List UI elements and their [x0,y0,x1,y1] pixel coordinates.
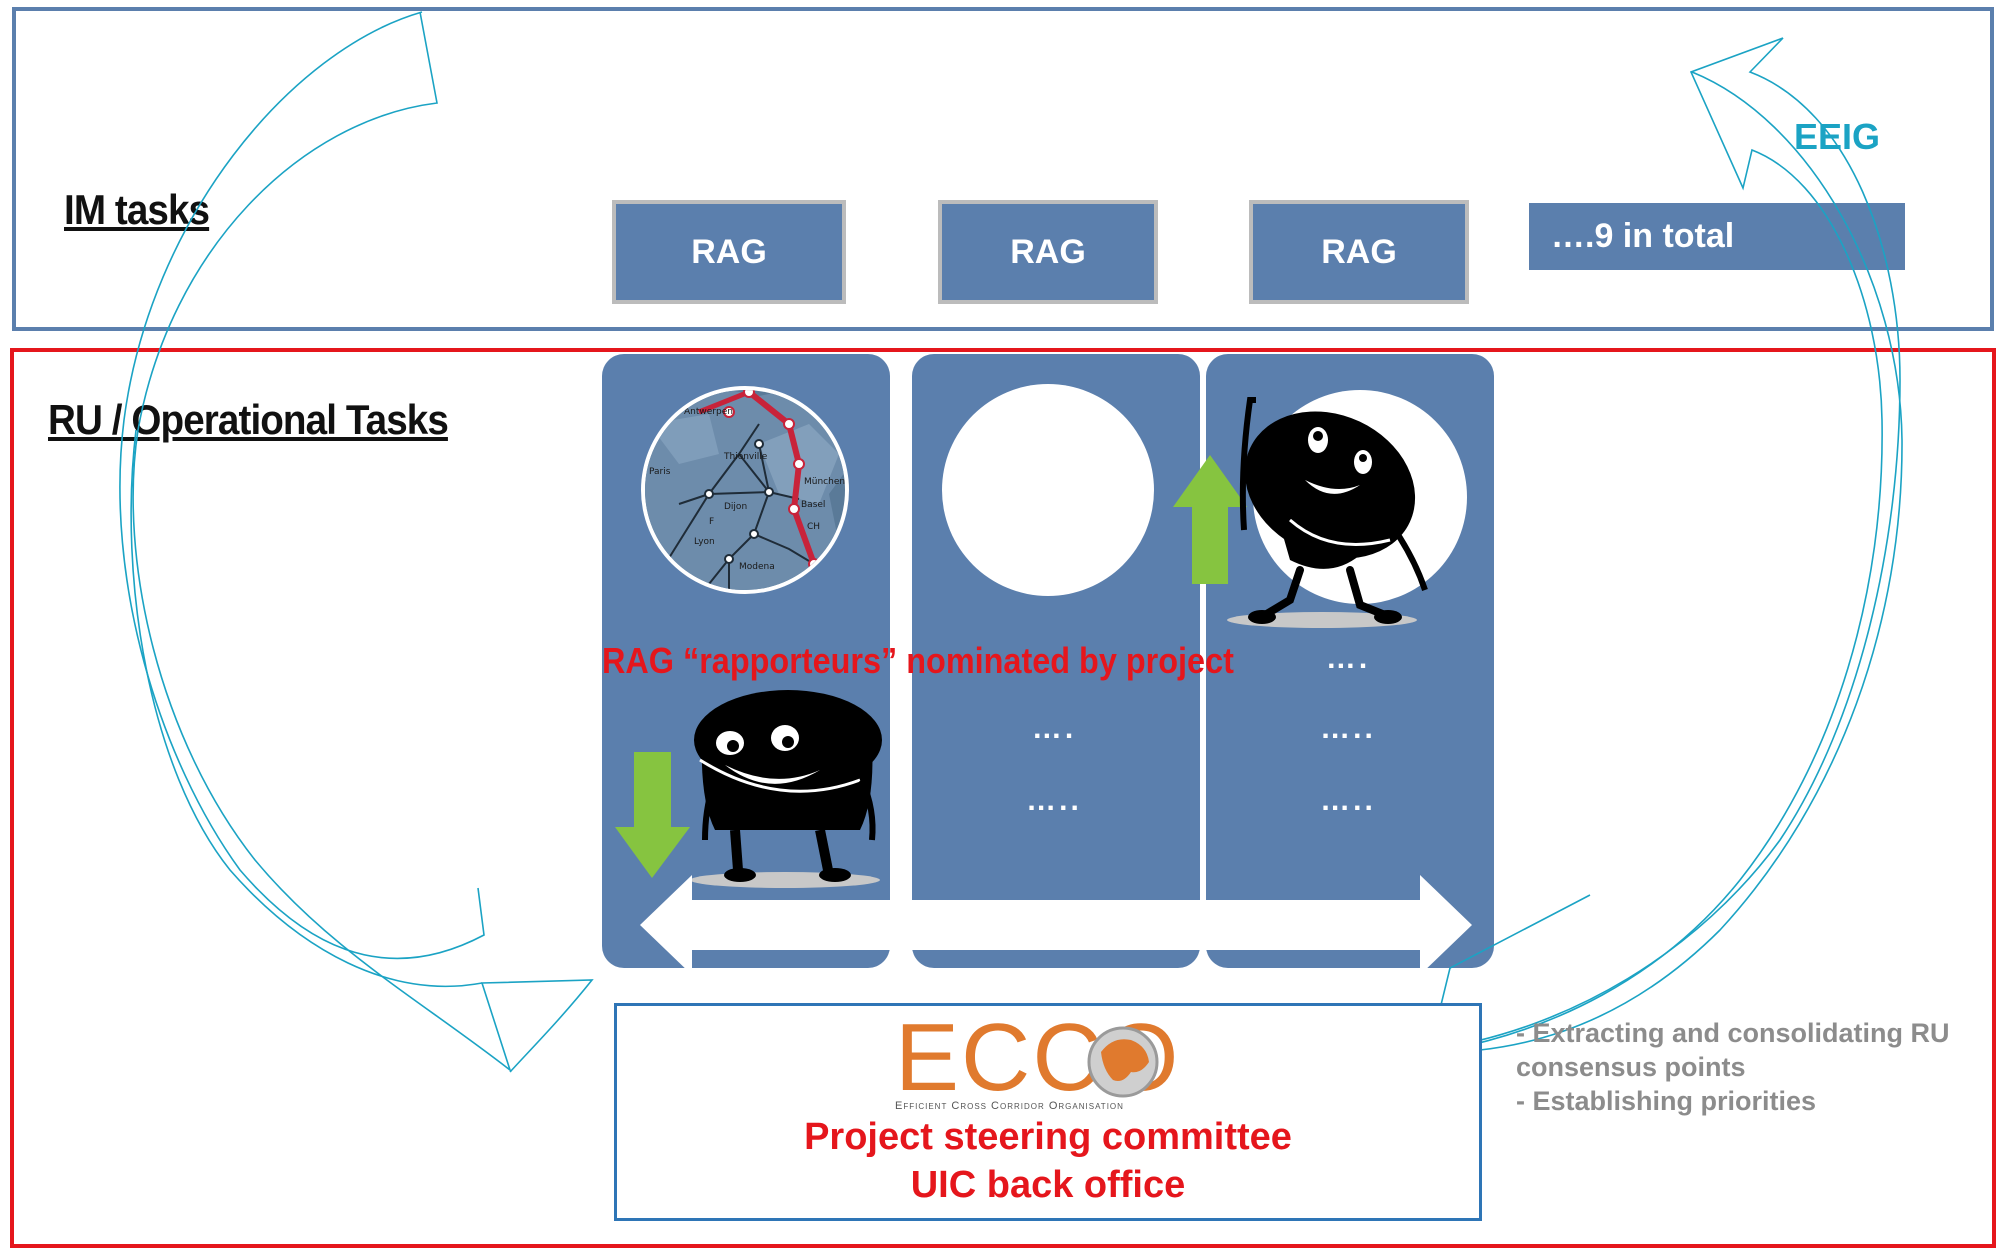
corridor-map-image: Antwerpen Paris Dijon Lyon Modena Basel … [639,384,851,596]
notes-block: - Extracting and consolidating RU consen… [1516,1016,1950,1118]
column3-dots-3: ….. [1320,784,1376,817]
rag-box-3: RAG [1249,200,1469,304]
map-label-paris: Paris [649,467,671,477]
map-label-f: F [709,517,714,527]
map-label-basel: Basel [801,500,825,510]
rag-box-2: RAG [938,200,1158,304]
map-label-thionville: Thionville [723,452,768,462]
eeig-label: EEIG [1794,116,1881,157]
steering-committee-label: Project steering committee [804,1116,1292,1158]
map-label-dijon: Dijon [724,502,747,512]
map-label-munchen: München [804,477,845,487]
ecco-logo: ECCO Efficient Cross Corridor Organisati… [895,1008,1195,1114]
blank-circle [942,384,1154,596]
back-office-label: UIC back office [910,1164,1186,1206]
map-label-modena: Modena [739,562,775,572]
column3-dots-1: …. [1325,642,1371,675]
map-label-lyon: Lyon [694,537,715,547]
ecco-steering-box: ECCO Efficient Cross Corridor Organisati… [614,1003,1482,1221]
total-count-box: ….9 in total [1529,203,1905,270]
ecco-logo-subtitle: Efficient Cross Corridor Organisation [895,1100,1124,1112]
europe-globe-icon [1087,1026,1159,1098]
ru-tasks-title: RU / Operational Tasks [48,396,449,443]
column2-dots-2: ….. [1026,784,1082,817]
map-label-ch: CH [807,522,820,532]
column2-dots-1: …. [1031,712,1077,745]
map-label-antwerpen: Antwerpen [684,407,733,417]
note-line-3: - Establishing priorities [1516,1086,1817,1116]
note-line-2: consensus points [1516,1052,1746,1082]
rag-box-1: RAG [612,200,846,304]
column3-dots-2: ….. [1320,712,1376,745]
note-line-1: - Extracting and consolidating RU [1516,1018,1950,1048]
rapporteurs-note: RAG “rapporteurs” nominated by project [602,640,1234,681]
im-tasks-frame [12,7,1994,331]
im-tasks-title: IM tasks [64,186,210,233]
